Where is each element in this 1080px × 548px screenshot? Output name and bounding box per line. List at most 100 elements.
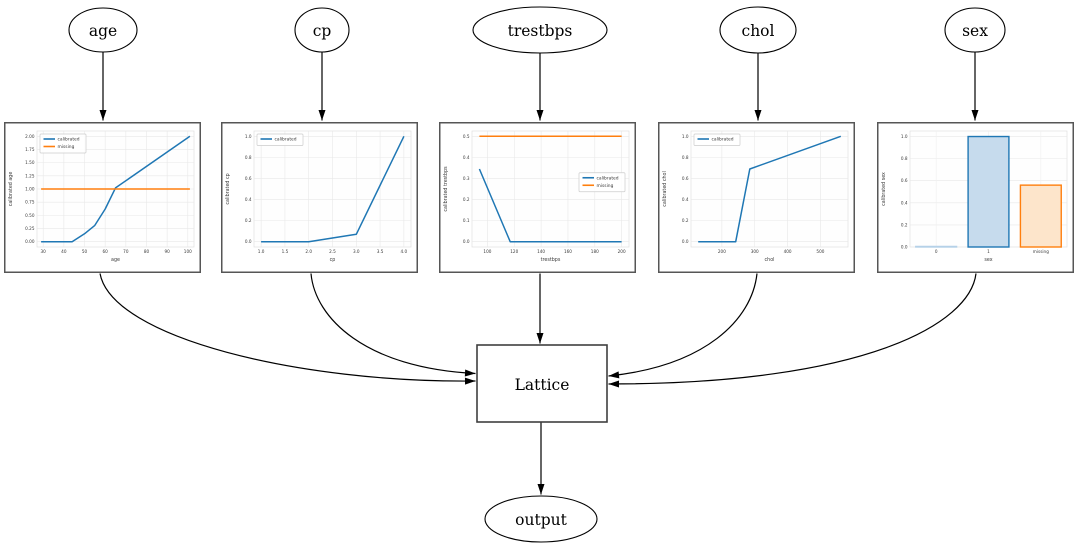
x-axis-label: trestbps	[541, 257, 561, 263]
x-tick-label: 180	[591, 249, 599, 254]
x-tick-label: 70	[123, 249, 129, 254]
y-axis-label: calibrated trestbps	[443, 166, 449, 212]
legend-label: calibrated	[712, 137, 734, 143]
input-node-trestbps: trestbps	[472, 6, 608, 54]
series-line-calibrated	[478, 168, 622, 243]
y-tick-label: 1.50	[25, 160, 35, 165]
legend-box	[693, 133, 741, 146]
input-node-cp: cp	[294, 7, 350, 53]
input-node-age: age	[68, 7, 138, 53]
y-tick-label: 1.75	[25, 147, 35, 152]
y-tick-label: 0.50	[25, 213, 35, 218]
y-tick-label: 1.00	[25, 187, 35, 192]
y-axis-label: calibrated chol	[662, 171, 668, 207]
y-tick-label: 0.4	[901, 200, 908, 205]
y-tick-label: 0.6	[682, 176, 689, 181]
y-tick-label: 0.00	[25, 239, 35, 244]
edges	[99, 52, 979, 495]
y-tick-label: 0.6	[245, 176, 252, 181]
x-tick-label: 1	[987, 249, 990, 254]
x-tick-label: 100	[184, 249, 192, 254]
x-tick-label: 300	[751, 249, 759, 254]
y-tick-label: 0.4	[463, 155, 470, 160]
age-node-label: age	[89, 22, 117, 40]
x-tick-label: 30	[41, 249, 47, 254]
lattice-node-box	[476, 344, 608, 423]
y-tick-label: 0.4	[682, 197, 689, 202]
y-tick-label: 0.3	[463, 176, 470, 181]
y-tick-label: 1.0	[245, 134, 252, 139]
y-tick-label: 0.6	[901, 178, 908, 183]
x-tick-label: missing	[1033, 249, 1049, 254]
edge-cp-calibrator-to-lattice	[310, 273, 476, 377]
x-tick-label: 2.0	[305, 249, 312, 254]
x-tick-label: 120	[510, 249, 518, 254]
bar-1	[967, 135, 1010, 248]
edge-chol-calibrator-to-lattice	[608, 273, 758, 379]
x-tick-label: 140	[537, 249, 545, 254]
y-tick-label: 0.2	[682, 218, 689, 223]
x-axis-label: sex	[984, 258, 992, 263]
edge-age-calibrator-to-lattice	[99, 273, 476, 385]
x-tick-label: 60	[102, 249, 108, 254]
x-tick-label: 0	[935, 249, 938, 254]
y-tick-label: 0.5	[463, 134, 470, 139]
y-tick-label: 2.00	[25, 134, 35, 139]
y-axis-label: calibrated sex	[881, 172, 887, 206]
cp-node-label: cp	[313, 22, 332, 40]
legend-label: calibrated	[58, 137, 80, 143]
y-tick-label: 0.75	[25, 200, 35, 205]
x-tick-label: 3.0	[353, 249, 360, 254]
series-line-calibrated	[698, 135, 842, 243]
y-tick-label: 0.0	[901, 245, 908, 250]
x-tick-label: 4.0	[401, 249, 408, 254]
plot-area	[690, 130, 849, 248]
x-tick-label: 400	[784, 249, 792, 254]
series-line-calibrated	[261, 135, 405, 243]
y-tick-label: 0.1	[463, 218, 470, 223]
output-node: output	[484, 495, 598, 543]
x-tick-label: 90	[164, 249, 170, 254]
y-tick-label: 0.25	[25, 226, 35, 231]
age-node-ellipse	[68, 7, 138, 53]
chol-node-ellipse	[719, 6, 797, 54]
y-tick-label: 0.2	[901, 222, 908, 227]
y-tick-label: 0.8	[901, 156, 908, 161]
x-tick-label: 50	[82, 249, 88, 254]
x-tick-label: 200	[618, 249, 626, 254]
y-tick-label: 0.2	[463, 197, 470, 202]
edge-sex-calibrator-to-lattice	[608, 273, 977, 388]
input-node-chol: chol	[719, 6, 797, 54]
calibration-chart-trestbps: 0.0 0.1 0.2 0.3 0.4 0.5 100 120 140 160 180 200 tres…	[439, 122, 636, 273]
y-tick-label: 0.8	[245, 155, 252, 160]
output-node-ellipse	[484, 495, 598, 543]
y-tick-label: 0.0	[682, 239, 689, 244]
lattice-node-label: Lattice	[515, 376, 570, 394]
y-axis-label: calibrated cp	[225, 173, 231, 204]
x-tick-label: 100	[483, 249, 491, 254]
x-tick-label: 80	[144, 249, 150, 254]
legend-box	[256, 133, 304, 146]
cp-node-ellipse	[294, 7, 350, 53]
x-tick-label: 160	[564, 249, 572, 254]
lattice-node: Lattice	[476, 344, 608, 423]
x-axis-label: cp	[330, 258, 336, 263]
x-axis-label: age	[111, 258, 120, 263]
y-tick-label: 0.4	[245, 197, 252, 202]
x-axis-label: chol	[765, 257, 775, 263]
y-tick-label: 0.0	[463, 239, 470, 244]
y-tick-label: 1.25	[25, 173, 35, 178]
chol-node-label: chol	[742, 22, 775, 40]
y-axis-label: calibrated age	[8, 172, 14, 207]
sex-node-ellipse	[944, 7, 1006, 53]
sex-node-label: sex	[962, 22, 988, 40]
bar-missing	[1019, 184, 1062, 248]
y-tick-label: 1.0	[682, 134, 689, 139]
bar-0	[915, 245, 958, 248]
x-tick-label: 3.5	[377, 249, 384, 254]
trestbps-node-ellipse	[472, 6, 608, 54]
